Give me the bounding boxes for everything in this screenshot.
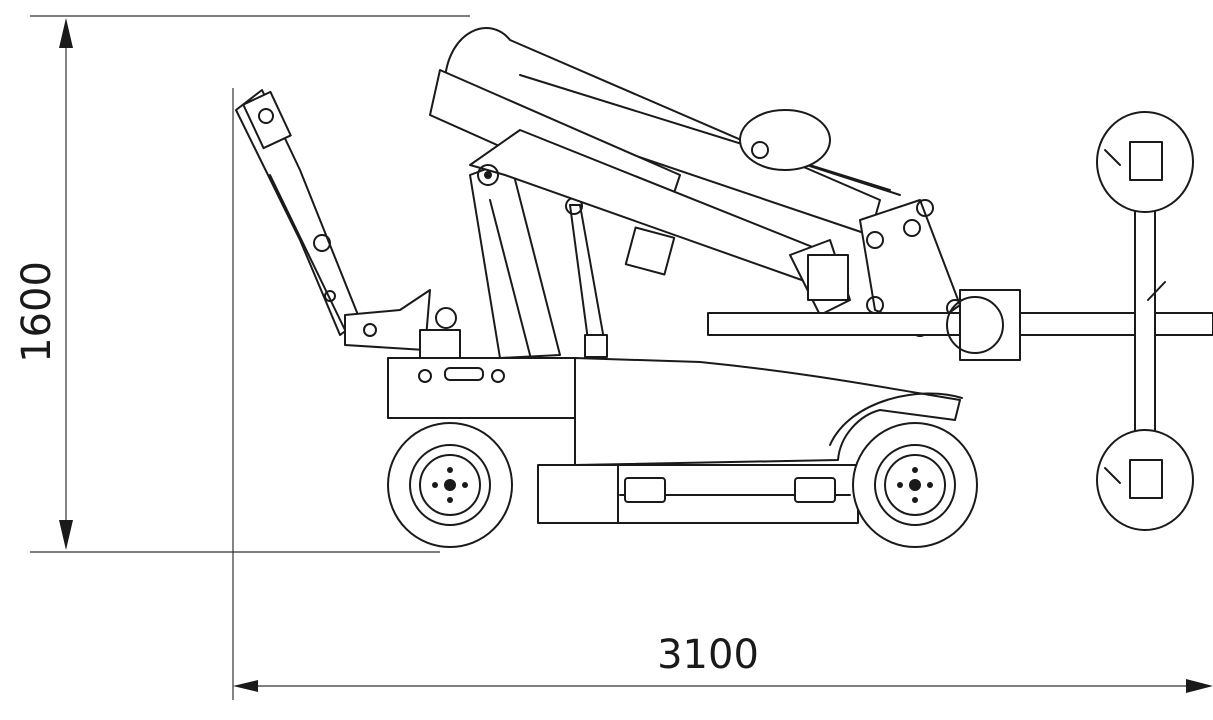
suction-pad-top — [1096, 111, 1194, 213]
width-label: 3100 — [657, 632, 759, 678]
width-arrow-right — [1186, 679, 1213, 693]
width-dimension: 3100 — [232, 88, 1213, 700]
width-arrow-left — [233, 680, 258, 692]
rear-outrigger-arm — [235, 89, 431, 351]
suction-pad-bottom — [1096, 429, 1194, 531]
height-label: 1600 — [14, 261, 60, 363]
main-boom — [429, 27, 891, 316]
chassis — [387, 307, 963, 524]
mast-column — [469, 159, 608, 359]
height-dimension: 1600 — [14, 15, 470, 553]
rear-wheel — [387, 422, 513, 548]
height-arrow-top — [59, 18, 73, 48]
suction-pad-side — [739, 109, 831, 171]
height-arrow-bottom — [59, 520, 73, 550]
front-wheel — [852, 422, 978, 548]
